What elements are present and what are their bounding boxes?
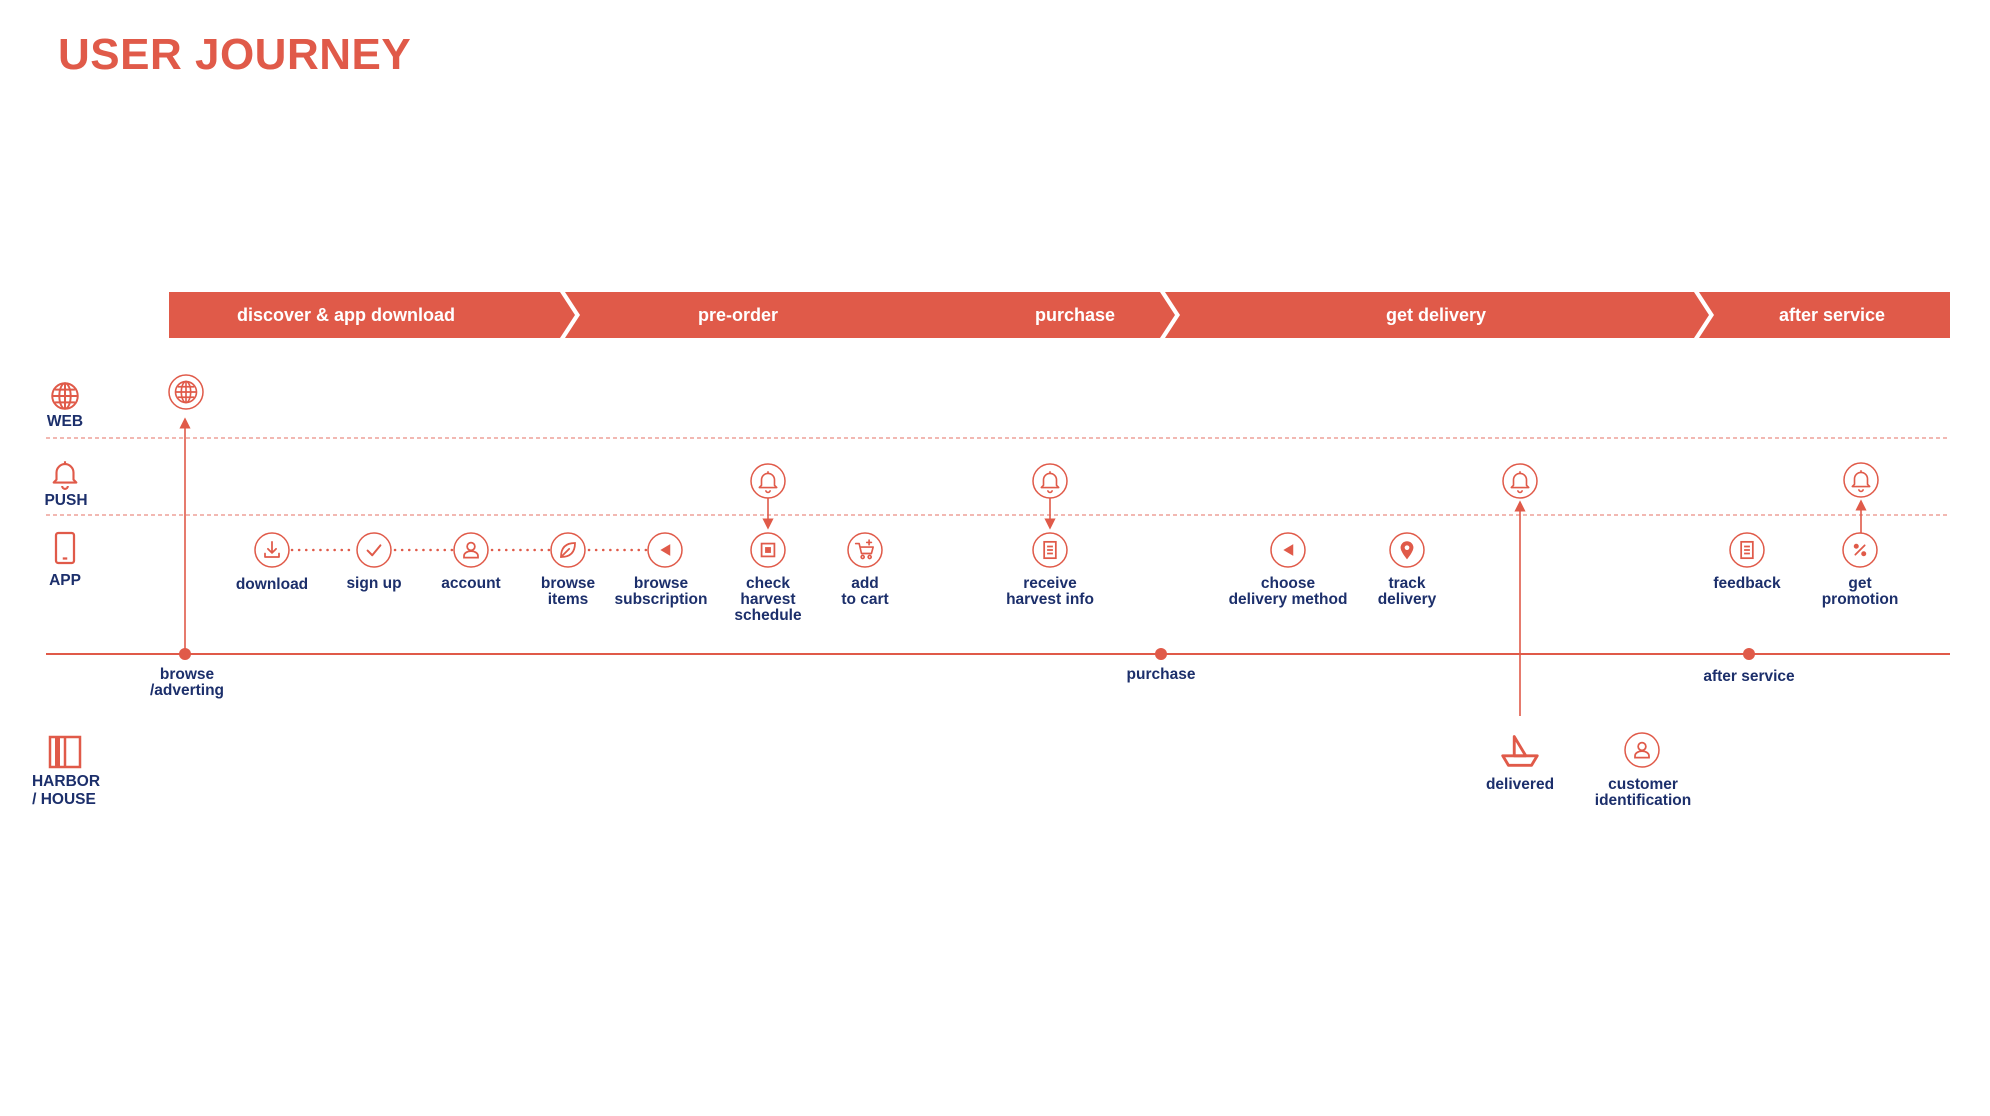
timeline-dot-purchase — [1155, 648, 1167, 660]
harbor-label-customer: customer — [1608, 776, 1678, 793]
timeline-label-after-service: after service — [1703, 668, 1795, 685]
step-label-browse-items-2: items — [548, 591, 589, 608]
step-label-choose-1: choose — [1261, 575, 1316, 592]
globe-icon — [51, 382, 79, 410]
step-label-account: account — [441, 575, 500, 592]
boat-icon — [1501, 735, 1539, 767]
step-label-check-1: check — [746, 575, 790, 592]
step-label-download: download — [236, 576, 308, 593]
phase-banner-chevrons: discover & app download pre-order purcha… — [169, 292, 1950, 338]
phase-segment-preorder-chevron — [565, 292, 1175, 338]
step-label-receive-1: receive — [1023, 575, 1077, 592]
step-label-add-1: add — [851, 575, 879, 592]
channel-harbor-house: HARBOR / HOUSE — [32, 735, 100, 808]
step-get-promotion: get promotion — [1822, 532, 1899, 608]
phase-label-purchase: purchase — [1035, 305, 1115, 325]
step-feedback: feedback — [1713, 532, 1781, 592]
harbor-step-customer-identification: customer identification — [1595, 732, 1691, 809]
step-track-delivery: track delivery — [1378, 532, 1437, 608]
bell-icon — [52, 460, 78, 490]
step-label-browse-subscription-1: browse — [634, 575, 689, 592]
phase-label-get-delivery: get delivery — [1386, 305, 1486, 325]
channel-web: WEB — [47, 382, 83, 430]
phase-label-discover: discover & app download — [237, 305, 455, 325]
globe-icon — [174, 380, 198, 404]
step-label-track-2: delivery — [1378, 591, 1437, 608]
step-browse-subscription: browse subscription — [614, 532, 708, 608]
channel-label-harbor: HARBOR — [32, 773, 100, 790]
phase-label-after-service: after service — [1779, 305, 1885, 325]
step-label-add-2: to cart — [841, 591, 888, 608]
channel-label-web: WEB — [47, 413, 83, 430]
page-title: USER JOURNEY — [58, 30, 412, 79]
web-node-browse — [168, 374, 204, 410]
phase-label-pre-order: pre-order — [698, 305, 778, 325]
house-icon — [48, 735, 82, 769]
step-account: account — [441, 532, 501, 592]
push-node-promotion — [1843, 462, 1879, 498]
channel-label-house: / HOUSE — [32, 791, 96, 808]
timeline-dot-browse — [179, 648, 191, 660]
step-browse-items: browse items — [541, 532, 596, 608]
step-label-check-3: schedule — [734, 607, 802, 624]
step-receive-harvest-info: receive harvest info — [1006, 532, 1094, 608]
phase-segment-discover-chevron — [169, 292, 575, 338]
step-label-promotion-1: get — [1848, 575, 1871, 592]
timeline-label-purchase: purchase — [1127, 666, 1196, 683]
step-label-browse-items-1: browse — [541, 575, 596, 592]
push-node-check-harvest — [750, 463, 786, 499]
step-label-promotion-2: promotion — [1822, 591, 1899, 608]
step-sign-up: sign up — [346, 532, 402, 592]
step-label-browse-subscription-2: subscription — [614, 591, 707, 608]
step-label-check-2: harvest — [740, 591, 795, 608]
step-label-track-1: track — [1388, 575, 1425, 592]
phase-segment-delivery-chevron — [1165, 292, 1709, 338]
channel-label-push: PUSH — [44, 492, 87, 509]
channel-label-app: APP — [49, 572, 81, 589]
timeline-label-browse-1: browse — [160, 666, 215, 683]
step-label-feedback: feedback — [1713, 575, 1781, 592]
step-label-sign-up: sign up — [346, 575, 401, 592]
push-node-receive-harvest — [1032, 463, 1068, 499]
step-add-to-cart: add to cart — [841, 532, 889, 608]
push-node-delivered — [1502, 463, 1538, 499]
harbor-step-delivered: delivered — [1486, 735, 1554, 793]
harbor-label-delivered: delivered — [1486, 776, 1554, 793]
phase-segment-after-chevron — [1699, 292, 1950, 338]
timeline-label-browse-2: /adverting — [150, 682, 224, 699]
step-choose-delivery-method: choose delivery method — [1229, 532, 1348, 608]
channel-push: PUSH — [44, 460, 88, 509]
step-label-receive-2: harvest info — [1006, 591, 1094, 608]
timeline-dot-after-service — [1743, 648, 1755, 660]
step-check-harvest-schedule: check harvest schedule — [734, 532, 802, 624]
harbor-label-identification: identification — [1595, 792, 1691, 809]
flow-arrows — [179, 417, 1867, 716]
channel-app: APP — [49, 531, 81, 589]
step-download: download — [236, 532, 308, 593]
step-label-choose-2: delivery method — [1229, 591, 1348, 608]
phone-icon — [54, 531, 76, 565]
